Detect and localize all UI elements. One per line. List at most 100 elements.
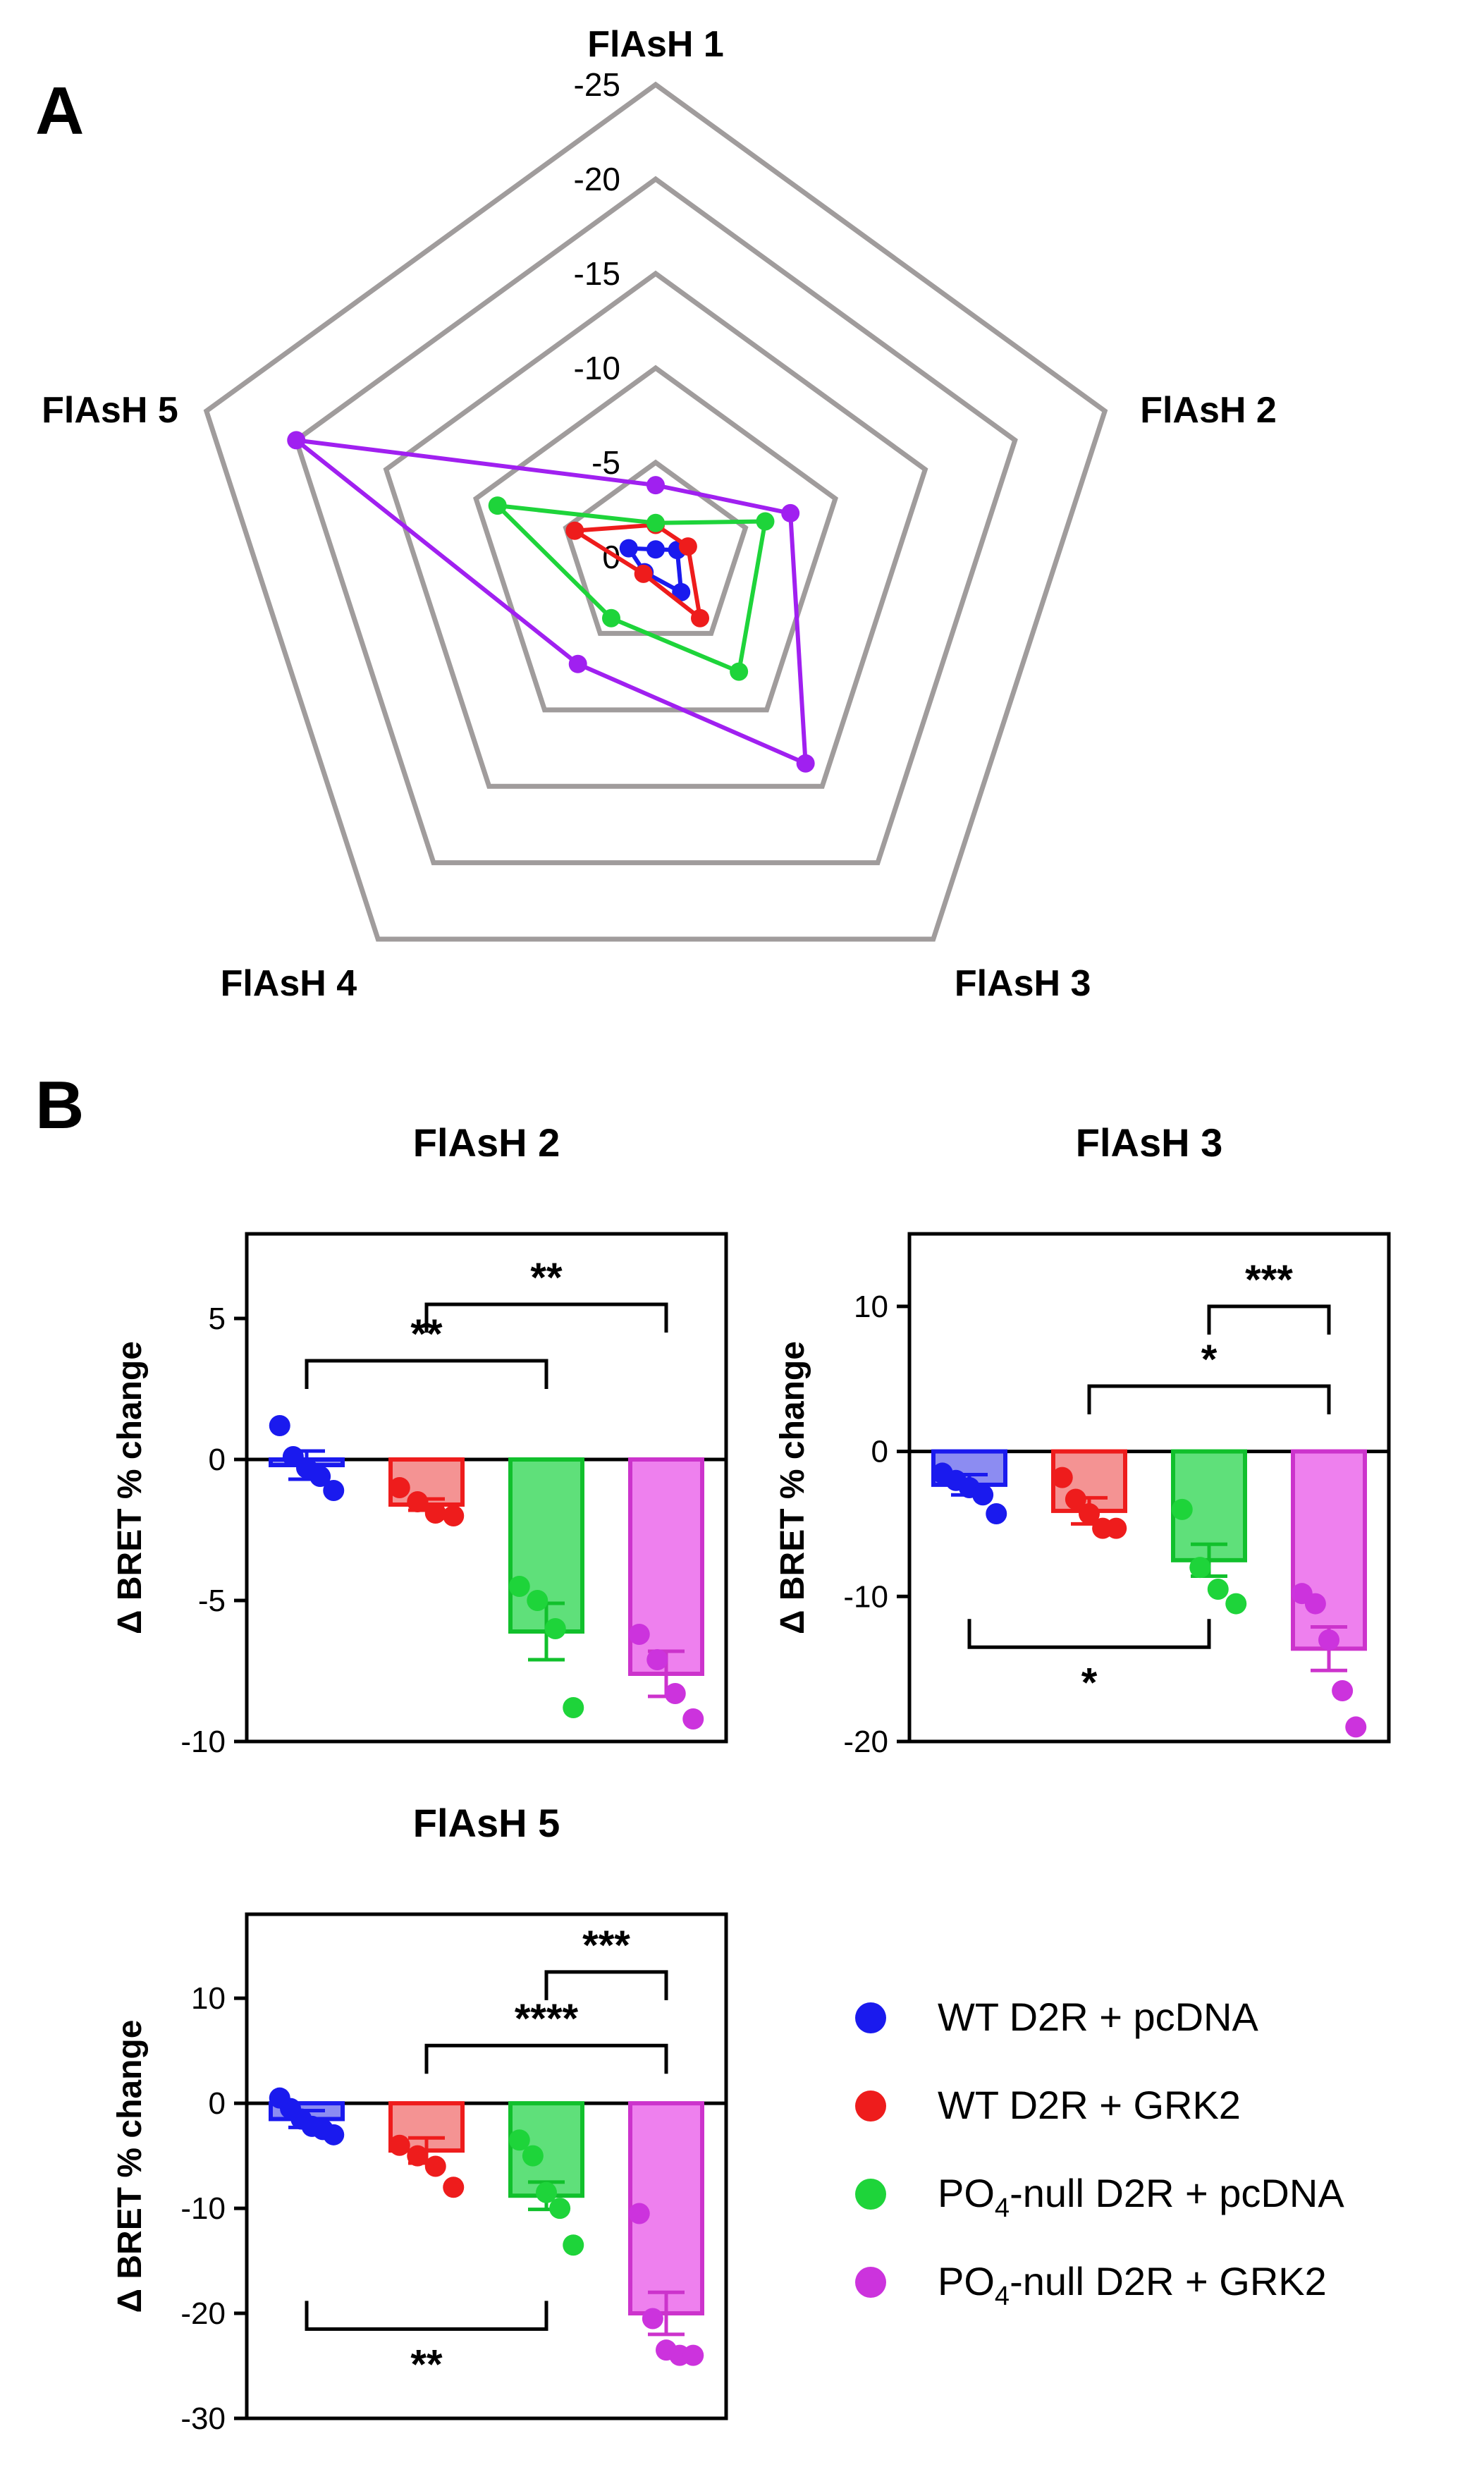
significance-bracket [544, 1970, 668, 2000]
significance-label: ** [530, 1255, 563, 1301]
data-point [536, 2181, 557, 2203]
data-point [986, 1503, 1007, 1525]
data-point [1079, 1503, 1100, 1525]
radar-grid-ring [203, 81, 1108, 942]
significance-bracket [1087, 1384, 1331, 1414]
radar-ring-label: -5 [591, 444, 620, 481]
data-point [309, 1466, 331, 1487]
legend-marker [855, 2002, 886, 2033]
data-point [1318, 1629, 1339, 1651]
radar-axis-label: FlAsH 4 [221, 963, 357, 1004]
y-axis-label: Δ BRET % change [111, 2020, 149, 2313]
significance-label: * [1201, 1337, 1218, 1383]
data-point [323, 1480, 345, 1501]
data-point [388, 2134, 410, 2156]
legend-label: WT D2R + pcDNA [938, 1995, 1258, 2039]
radar-series-point [601, 608, 620, 628]
data-point [269, 1415, 290, 1436]
radar-axis-label: FlAsH 5 [42, 390, 178, 431]
radar-series-point [619, 539, 638, 558]
radar-grid-ring [293, 176, 1018, 866]
y-tick-label: -20 [180, 2296, 226, 2331]
data-point [508, 2129, 530, 2151]
data-point [1304, 1593, 1326, 1615]
radar-series-point [488, 496, 507, 515]
radar-series-point [796, 754, 815, 773]
data-point [628, 2203, 650, 2224]
radar-series-point [691, 608, 710, 628]
data-point [508, 1576, 530, 1597]
y-tick-label: 0 [209, 2086, 226, 2121]
data-point [527, 1590, 548, 1611]
legend-label: PO4-null D2R + pcDNA [938, 2171, 1344, 2223]
data-point [563, 1697, 584, 1718]
legend-label-suffix: -null D2R + pcDNA [1010, 2171, 1344, 2215]
legend-label-prefix: WT D2R + pcDNA [938, 1995, 1258, 2039]
radar-axis-label: FlAsH 3 [955, 963, 1091, 1004]
y-tick-label: 5 [209, 1302, 226, 1336]
legend-marker [855, 2179, 886, 2210]
legend-marker [855, 2267, 886, 2298]
data-point [664, 1683, 686, 1704]
data-point [682, 2344, 704, 2366]
data-point [1065, 1488, 1086, 1510]
radar-axis-label: FlAsH 1 [587, 24, 724, 65]
data-point [1105, 1517, 1127, 1539]
data-point [1345, 1716, 1367, 1738]
radar-ring-label: -25 [574, 66, 620, 103]
significance-label: *** [582, 1923, 630, 1969]
radar-series-point [781, 503, 800, 522]
radar-series-line [294, 438, 808, 766]
data-point [1171, 1498, 1193, 1520]
data-point [1225, 1593, 1247, 1615]
radar-series-line [495, 503, 768, 674]
data-point [628, 1624, 650, 1645]
data-point [972, 1484, 994, 1506]
y-tick-label: -5 [198, 1584, 226, 1618]
significance-bracket [305, 1359, 548, 1389]
legend-label: PO4-null D2R + GRK2 [938, 2259, 1327, 2311]
data-point [443, 1505, 465, 1526]
radar-series-point [565, 521, 584, 540]
radar-ring-label: -10 [574, 350, 620, 386]
legend-label: WT D2R + GRK2 [938, 2083, 1241, 2127]
data-point [646, 1649, 668, 1670]
legend-marker [855, 2090, 886, 2122]
y-tick-label: 0 [871, 1435, 888, 1469]
radar-series-point [646, 476, 665, 495]
legend-label-subscript: 4 [995, 2193, 1010, 2223]
legend-label-prefix: PO [938, 2259, 995, 2303]
data-point [1207, 1579, 1229, 1600]
y-axis-label: Δ BRET % change [111, 1341, 149, 1634]
radar-series-point [646, 513, 665, 532]
bar-chart-flash2: FlAsH 250-5-10Δ BRET % change**** [111, 1120, 728, 1759]
y-tick-label: -10 [180, 1725, 226, 1759]
significance-bracket [305, 2301, 548, 2331]
data-point [1051, 1467, 1073, 1488]
chart-title: FlAsH 3 [1076, 1120, 1223, 1165]
panel-a-letter: A [35, 73, 84, 149]
y-tick-label: 0 [209, 1443, 226, 1477]
significance-label: **** [515, 1996, 579, 2042]
radar-grid-ring [563, 459, 749, 636]
data-point [1189, 1557, 1211, 1579]
panel-b-letter: B [35, 1067, 84, 1143]
data-point [544, 1618, 566, 1639]
data-point [443, 2177, 465, 2198]
significance-bracket [424, 2043, 668, 2074]
radar-series-point [672, 582, 691, 601]
y-tick-label: 10 [191, 1981, 226, 2016]
radar-series-point [568, 654, 587, 673]
y-tick-label: -10 [180, 2191, 226, 2226]
significance-bracket [967, 1619, 1211, 1649]
legend-label-prefix: PO [938, 2171, 995, 2215]
data-point [642, 2308, 663, 2330]
y-tick-label: -20 [843, 1725, 888, 1759]
data-point [522, 2145, 544, 2167]
data-point [549, 2198, 571, 2220]
